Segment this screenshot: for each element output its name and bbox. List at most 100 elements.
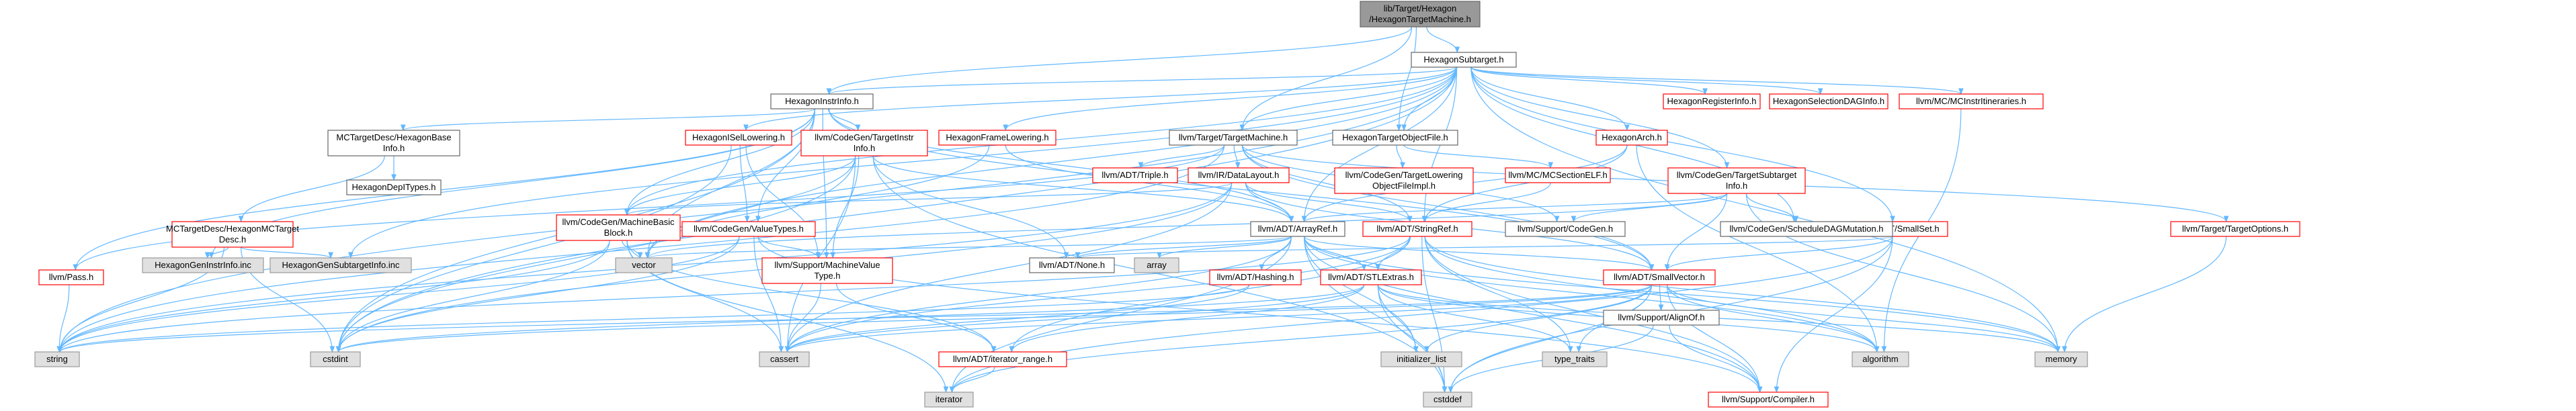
node-compiler[interactable]: llvm/Support/Compiler.h <box>1708 392 1829 408</box>
edge-subtarget-to-mcitin <box>1470 66 1961 95</box>
node-stlextras[interactable]: llvm/ADT/STLExtras.h <box>1320 269 1422 285</box>
node-iterrange[interactable]: llvm/ADT/iterator_range.h <box>938 351 1067 367</box>
edge-subtarget-to-targetmachine <box>1242 66 1457 131</box>
edge-smallvector-to-memory <box>1666 284 2059 353</box>
edge-subtarget-to-reginfo <box>1470 66 1705 95</box>
node-box <box>34 351 80 367</box>
edge-root-to-targetmachine <box>1242 26 1413 130</box>
edge-subtarget-to-isellowering <box>746 66 1457 131</box>
node-depttypes[interactable]: HexagonDepITypes.h <box>346 179 442 195</box>
node-label: memory <box>2046 354 2077 364</box>
node-box <box>1169 130 1298 146</box>
node-seldaginfo[interactable]: HexagonSelectionDAGInfo.h <box>1769 93 1888 109</box>
node-label: llvm/Support/CodeGen.h <box>1518 224 1613 234</box>
edge-subtarget-to-smallset <box>1470 66 1893 222</box>
node-schedmut[interactable]: llvm/CodeGen/ScheduleDAGMutation.h <box>1720 221 1893 237</box>
node-box <box>1209 269 1302 285</box>
node-label: cstddef <box>1434 394 1462 404</box>
node-arrayref[interactable]: llvm/ADT/ArrayRef.h <box>1250 221 1345 237</box>
node-gensub[interactable]: HexagonGenSubtargetInfo.inc <box>269 257 412 273</box>
node-mcselelf[interactable]: llvm/MC/MCSectionELF.h <box>1505 167 1611 183</box>
node-box <box>310 351 361 367</box>
edge-subtarget-to-memory <box>1470 66 2058 352</box>
node-initlist[interactable]: initializer_list <box>1380 351 1462 367</box>
node-box <box>2034 351 2088 367</box>
node-root[interactable]: lib/Target/Hexagon/HexagonTargetMachine.… <box>1360 1 1481 28</box>
node-vector[interactable]: vector <box>615 257 673 273</box>
node-geninstr[interactable]: HexagonGenInstrInfo.inc <box>142 257 264 273</box>
edge-smallvector-to-algorithm <box>1666 284 1877 353</box>
edge-smallvector-to-cstdint <box>339 284 1653 353</box>
edge-smallvector-to-cstddef <box>1451 284 1653 392</box>
node-framelowering[interactable]: HexagonFrameLowering.h <box>938 130 1056 146</box>
node-triple[interactable]: llvm/ADT/Triple.h <box>1092 167 1178 183</box>
node-cstdint[interactable]: cstdint <box>310 351 361 367</box>
edge-hexarch-to-algorithm <box>1636 144 1877 352</box>
edge-valuetypes-to-mvt <box>757 236 818 259</box>
edge-smallset-to-compiler <box>1776 236 1893 392</box>
node-tobjfile[interactable]: HexagonTargetObjectFile.h <box>1332 130 1458 146</box>
edge-arrayref-to-initlist <box>1304 236 1416 352</box>
node-stringref[interactable]: llvm/ADT/StringRef.h <box>1362 221 1472 237</box>
node-subtarget[interactable]: HexagonSubtarget.h <box>1411 52 1517 68</box>
node-tlof[interactable]: llvm/CodeGen/TargetLoweringObjectFileImp… <box>1334 167 1474 194</box>
edge-stringref-to-cassert <box>788 236 1411 352</box>
node-instrinfo[interactable]: HexagonInstrInfo.h <box>770 93 874 109</box>
node-pass[interactable]: llvm/Pass.h <box>38 269 104 285</box>
edge-datalayout-to-stringref <box>1245 182 1409 222</box>
edge-subtarget-to-hexarch <box>1470 66 1627 130</box>
node-hexarch[interactable]: HexagonArch.h <box>1595 130 1668 146</box>
node-label: llvm/ADT/iterator_range.h <box>953 354 1052 364</box>
node-targetopts[interactable]: llvm/Target/TargetOptions.h <box>2170 221 2300 237</box>
node-algorithm[interactable]: algorithm <box>1852 351 1909 367</box>
node-string[interactable]: string <box>34 351 80 367</box>
node-iterator[interactable]: iterator <box>924 392 974 408</box>
node-typetraits[interactable]: type_traits <box>1542 351 1608 367</box>
edge-iterrange-to-iterator <box>952 366 995 393</box>
node-label: initializer_list <box>1397 354 1446 364</box>
node-box <box>1423 392 1472 408</box>
edge-tobjfile-to-mcselelf <box>1403 144 1550 169</box>
node-label: llvm/CodeGen/TargetLowering <box>1345 170 1463 180</box>
node-label: llvm/ADT/Hashing.h <box>1217 272 1294 282</box>
edge-arrayref-to-cassert <box>788 236 1292 352</box>
edge-isellowering-to-cstdint <box>339 144 732 352</box>
node-label: cassert <box>770 354 798 364</box>
node-smallvector[interactable]: llvm/ADT/SmallVector.h <box>1603 269 1716 285</box>
node-label: llvm/ADT/ArrayRef.h <box>1258 224 1337 234</box>
edge-cgtsi-to-vector <box>647 193 1728 259</box>
node-label: llvm/CodeGen/TargetInstr <box>815 132 914 142</box>
node-label: llvm/Support/MachineValue <box>774 260 880 270</box>
node-cassert[interactable]: cassert <box>759 351 810 367</box>
node-valuetypes[interactable]: llvm/CodeGen/ValueTypes.h <box>681 221 816 237</box>
node-hashing[interactable]: llvm/ADT/Hashing.h <box>1209 269 1302 285</box>
node-label: Info.h <box>854 143 876 153</box>
node-isellowering[interactable]: HexagonISelLowering.h <box>685 130 792 146</box>
edge-arrayref-to-smallvector <box>1304 236 1652 271</box>
node-reginfo[interactable]: HexagonRegisterInfo.h <box>1663 93 1761 109</box>
node-box <box>1092 167 1178 183</box>
node-targetmachine[interactable]: llvm/Target/TargetMachine.h <box>1169 130 1298 146</box>
node-datalayout[interactable]: llvm/IR/DataLayout.h <box>1188 167 1290 183</box>
edge-instrinfo-to-valuetypes <box>758 108 816 222</box>
node-label: HexagonInstrInfo.h <box>785 96 859 106</box>
node-mcitin[interactable]: llvm/MC/MCInstrItineraries.h <box>1899 93 2044 109</box>
node-supportcg[interactable]: llvm/Support/CodeGen.h <box>1505 221 1626 237</box>
node-box <box>1720 221 1893 237</box>
edge-root-to-subtarget <box>1426 26 1458 53</box>
node-alignof[interactable]: llvm/Support/AlignOf.h <box>1603 310 1720 326</box>
edge-mbb-to-cstdint <box>339 240 610 352</box>
edge-smallset-to-smallvector <box>1667 236 1893 271</box>
node-cstddef[interactable]: cstddef <box>1423 392 1472 408</box>
node-memory[interactable]: memory <box>2034 351 2088 367</box>
node-none[interactable]: llvm/ADT/None.h <box>1029 257 1115 273</box>
edge-instrinfo-to-mbb <box>627 108 816 215</box>
edge-framelowering-to-arrayref <box>1005 144 1291 222</box>
node-array[interactable]: array <box>1134 257 1179 273</box>
